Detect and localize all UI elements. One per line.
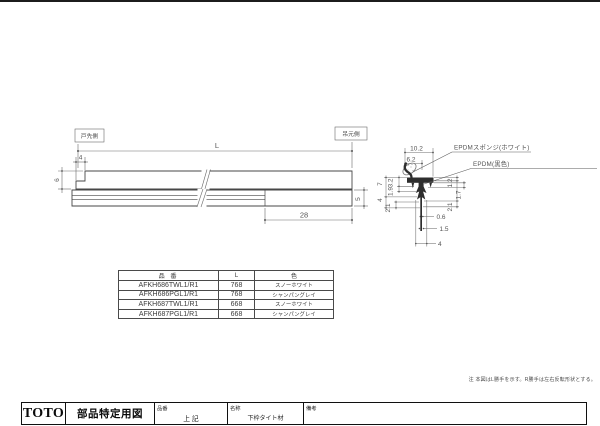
dim-notch-4: 4 — [79, 155, 83, 162]
dim-bottom-4: 4 — [438, 241, 442, 248]
part-number-cell: AFKH687TWL1/R1 — [118, 299, 219, 310]
dim-right-height-5: 5 — [355, 197, 362, 201]
part-view — [58, 126, 368, 224]
part-top-bar — [75, 170, 353, 190]
door-edge-label-box — [74, 128, 105, 143]
table-row: AFKH686TWL1/R1 768 スノーホワイト — [118, 280, 334, 291]
door-edge-label: 戸先側 — [81, 132, 99, 140]
col-header-length: L — [218, 270, 255, 281]
name-field: 名称 下枠タイト材 — [227, 403, 303, 424]
dim-left-height-6: 6 — [54, 178, 61, 182]
dim-stem-1-5: 1.5 — [440, 226, 449, 233]
part-dim-dots — [61, 150, 365, 221]
epdm-black-profile — [403, 162, 434, 231]
dim-right-1-7: 1.7 — [456, 190, 463, 199]
color-cell: スノーホワイト — [254, 299, 334, 310]
length-cell: 668 — [218, 299, 255, 310]
length-cell: 768 — [218, 280, 255, 291]
section-dim-dots — [385, 151, 465, 245]
dim-inner-6-2: 6.2 — [406, 157, 415, 164]
remarks-label: 備考 — [306, 406, 317, 412]
profile-flange — [407, 177, 434, 183]
toto-logo: TOTO — [22, 405, 65, 421]
dim-left-3-2: 3.2 — [388, 178, 395, 187]
spec-table-header-row: 品 番 L 色 — [118, 270, 334, 281]
col-header-color: 色 — [254, 270, 334, 281]
part-outline — [71, 170, 353, 207]
callout-epdm-black: EPDM(黒色) — [473, 159, 510, 168]
col-header-part-number: 品 番 — [118, 270, 219, 281]
table-row: AFKH686PGL1/R1 768 シャンパングレイ — [118, 289, 334, 301]
name-value: 下枠タイト材 — [247, 416, 284, 422]
dim-left-1-9: 1.9 — [388, 187, 395, 196]
dim-right-2-1: 2.1 — [447, 202, 454, 211]
part-bottom-bar — [71, 189, 353, 207]
dim-length-L: L — [215, 141, 219, 150]
table-row: AFKH687TWL1/R1 668 スノーホワイト — [118, 299, 334, 310]
callout-leaders — [412, 151, 597, 185]
name-label: 名称 — [230, 406, 241, 412]
color-cell: シャンパングレイ — [254, 308, 334, 320]
dim-left-4: 4 — [377, 198, 384, 202]
callout-epdm-sponge: EPDMスポンジ(ホワイト) — [454, 144, 530, 152]
break-marks — [196, 169, 211, 208]
title-block: TOTO 部品特定用図 品番 上 記 名称 下枠タイト材 備考 — [21, 402, 587, 425]
toto-logo-cell: TOTO — [22, 403, 65, 424]
dim-end-28: 28 — [300, 211, 308, 220]
color-cell: スノーホワイト — [254, 280, 334, 291]
dim-left-7: 7 — [377, 182, 384, 186]
part-number-cell: AFKH686PGL1/R1 — [118, 289, 219, 301]
profile-hook — [403, 162, 413, 180]
doc-type-cell: 部品特定用図 — [65, 403, 154, 424]
spec-table: 品 番 L 色 AFKH686TWL1/R1 768 スノーホワイト AFKH6… — [118, 270, 334, 320]
dim-stem-0-6: 0.6 — [437, 214, 446, 221]
sheet-border-top — [0, 0, 600, 2]
section-dim-lines — [384, 148, 466, 247]
part-number-label: 品番 — [157, 406, 168, 412]
part-number-cell: AFKH686TWL1/R1 — [118, 280, 219, 291]
length-cell: 768 — [218, 289, 255, 301]
hinge-side-label: 吊元側 — [342, 130, 360, 138]
dim-overall-10-2: 10.2 — [410, 146, 423, 153]
part-number-field: 品番 上 記 — [154, 403, 227, 424]
dim-left-2-1: 2.1 — [385, 203, 392, 212]
length-cell: 668 — [218, 308, 255, 320]
dim-right-1-2: 1.2 — [447, 178, 454, 187]
table-row: AFKH687PGL1/R1 668 シャンパングレイ — [118, 308, 334, 320]
profile-fir-tree-stem — [415, 182, 427, 231]
color-cell: シャンパングレイ — [254, 289, 334, 301]
handing-note: 注 本図はL勝手を示す。R勝手は左右反転形状とする。 — [468, 377, 596, 383]
hinge-side-label-box — [334, 126, 368, 141]
part-number-value: 上 記 — [183, 416, 199, 423]
remarks-field: 備考 — [303, 403, 586, 424]
part-number-cell: AFKH687PGL1/R1 — [118, 308, 219, 320]
